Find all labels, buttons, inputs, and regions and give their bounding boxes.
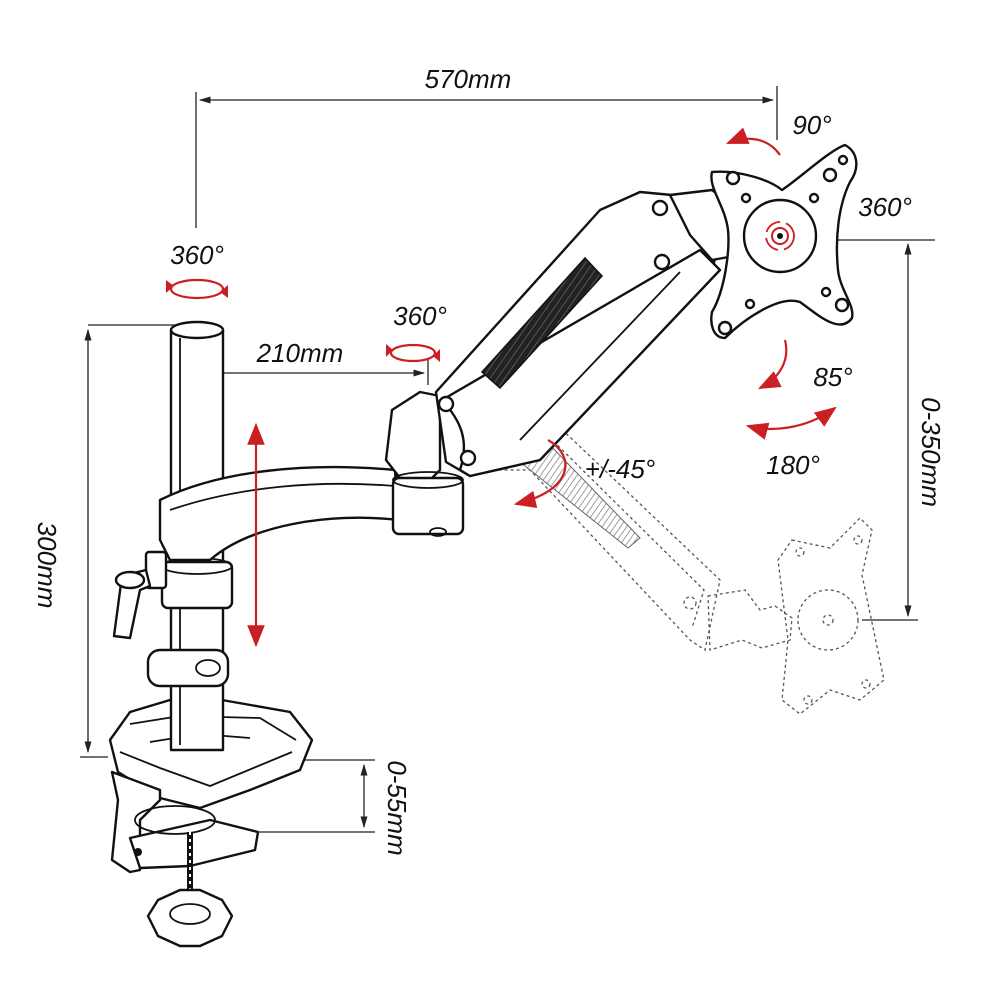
arm-length-label: 210mm	[256, 338, 344, 368]
tilt-label: +/-45°	[585, 454, 655, 484]
lower-arm	[158, 390, 465, 562]
pitch-label: 85°	[813, 362, 852, 392]
lock-lever-icon[interactable]	[112, 550, 168, 640]
rotation-arrow-icon	[166, 127, 837, 648]
joint-swivel-label: 360°	[393, 301, 447, 331]
reach-label: 570mm	[425, 64, 512, 94]
pole-height-dimension: 300mm	[32, 324, 176, 758]
height-adjust-dimension: 0-350mm	[815, 239, 946, 621]
pole-swivel-label: 360°	[170, 240, 224, 270]
vesa-plate-icon	[710, 143, 858, 340]
clamp-knob-icon[interactable]	[146, 888, 234, 948]
clamp-range-dimension: 0-55mm	[255, 759, 412, 856]
pole-height-label: 300mm	[32, 522, 62, 609]
reach-dimension: 570mm	[195, 64, 778, 228]
height-adjust-label: 0-350mm	[916, 397, 946, 507]
gas-spring-arm-icon	[434, 188, 742, 478]
arm-length-dimension: 210mm	[195, 338, 429, 385]
clamp-range-label: 0-55mm	[382, 760, 412, 855]
pan-label: 180°	[766, 450, 820, 480]
vesa-rotation-label: 360°	[858, 192, 912, 222]
top-tilt-label: 90°	[792, 110, 831, 140]
